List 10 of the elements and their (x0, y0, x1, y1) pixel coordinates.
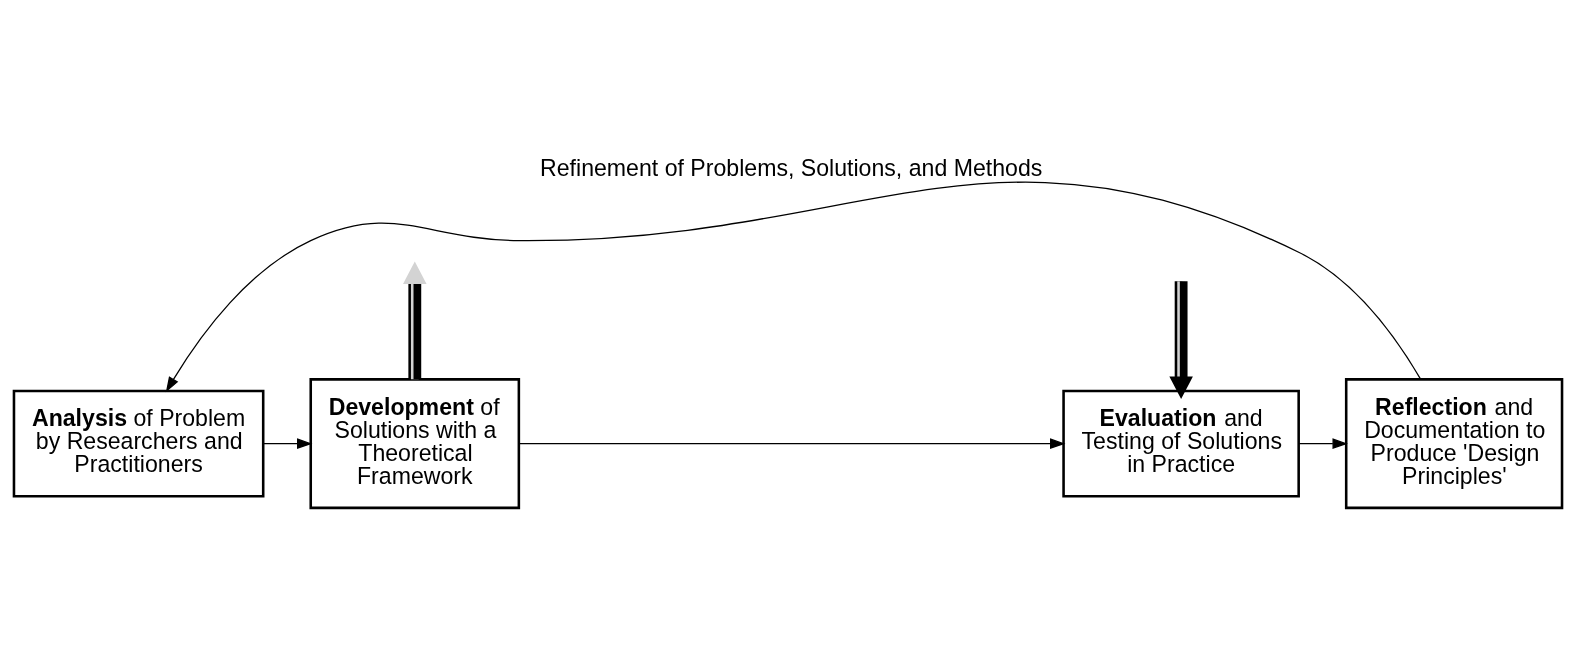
arrow (1298, 437, 1348, 449)
node-box: Evaluation and Testing of Solutions in Practice (1062, 389, 1300, 498)
arrow (262, 437, 313, 449)
node-box: Reflection and Documentation to Produce 'Design Principles' (1344, 377, 1564, 509)
edge-label: Refinement of Problems, Solutions, and Methods (540, 154, 1043, 181)
node-box: Development of Solutions with a Theoretical Framework (309, 377, 521, 509)
arrow (518, 437, 1066, 449)
arrow (165, 181, 1422, 392)
arrow (403, 260, 427, 379)
node-box: Analysis of Problem by Researchers and Practitioners (12, 389, 265, 498)
